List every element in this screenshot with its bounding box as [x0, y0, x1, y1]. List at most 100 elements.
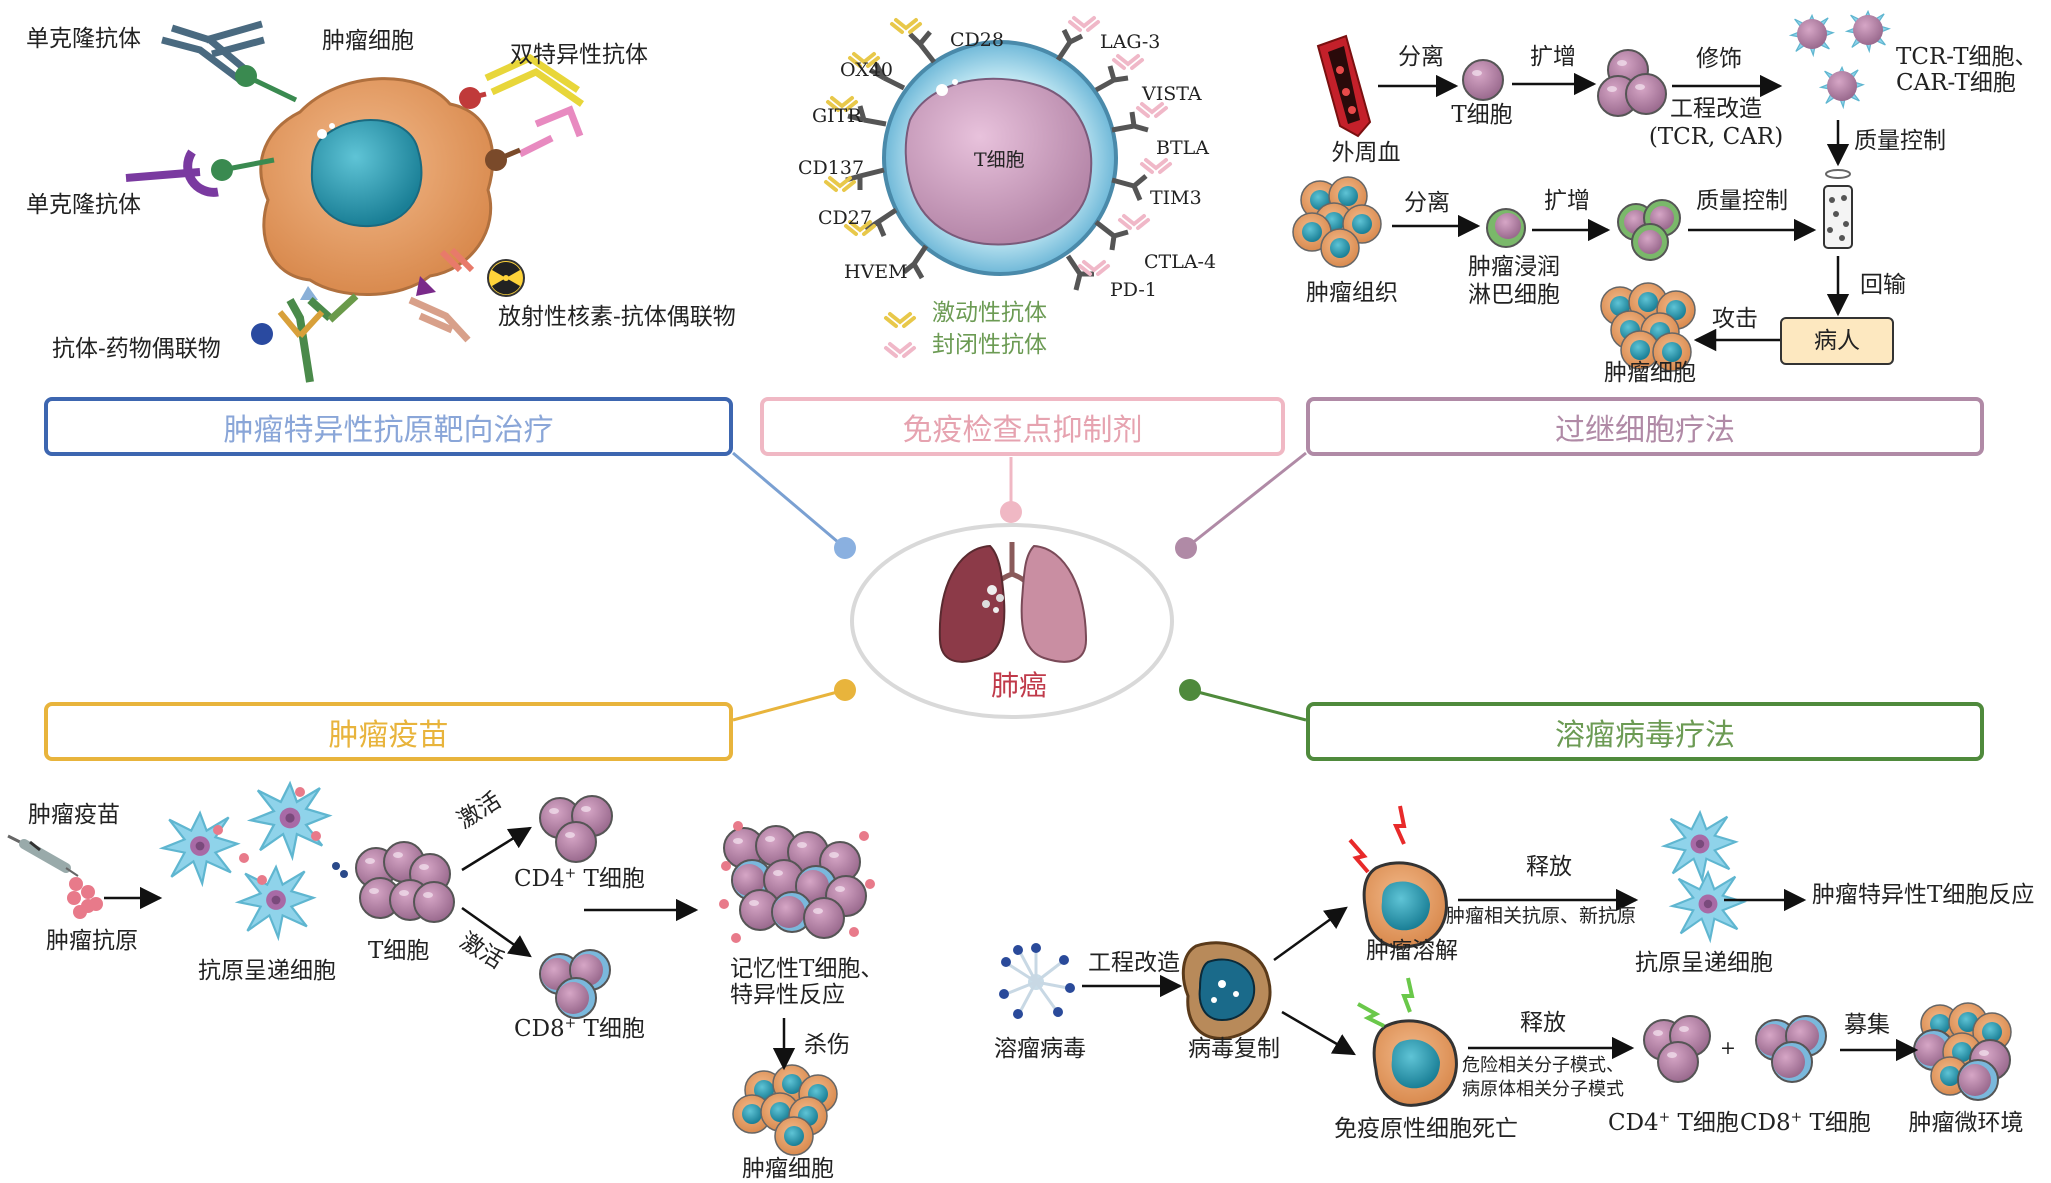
mab-top-label: 单克隆抗体 — [26, 26, 141, 52]
act-separate-2: 分离 — [1404, 190, 1450, 216]
act-attack: 攻击 — [1712, 306, 1758, 332]
legend-agonist-icon — [884, 312, 916, 328]
act-patient: 病人 — [1814, 328, 1860, 354]
ici-connector-dot — [1000, 501, 1022, 523]
vaccine-tcell-label: T细胞 — [368, 938, 430, 964]
tumor-lysis-cell-icon — [1348, 805, 1448, 949]
act-til-1: 肿瘤浸润 — [1468, 254, 1560, 280]
syringe-icon — [7, 834, 79, 877]
receptor-lag3: LAG-3 — [1100, 31, 1161, 53]
cd4-prefix: CD4 — [514, 866, 565, 892]
ici-panel-graphics — [824, 16, 1172, 358]
icd-cell-icon — [1357, 977, 1458, 1107]
connectors — [732, 451, 1307, 722]
bispecific-antibody-icon — [459, 54, 584, 171]
receptor-cd27: CD27 — [818, 207, 872, 229]
mab-top-icon — [161, 20, 298, 103]
mab-left-icon — [125, 149, 275, 197]
antigens-label: 肿瘤相关抗原、新抗原 — [1446, 905, 1637, 927]
ovt-panel-graphics — [999, 805, 2012, 1107]
act-tumor-cell: 肿瘤细胞 — [1604, 360, 1696, 386]
receptor-ctla4: CTLA-4 — [1144, 251, 1217, 273]
act-tumor-cells-icon — [1600, 282, 1696, 372]
act-reinfusion: 回输 — [1860, 272, 1906, 298]
cd4-tcell-label: CD4+ T细胞 — [514, 865, 645, 892]
icd-label: 免疫原性细胞死亡 — [1334, 1116, 1518, 1142]
release-label-1: 释放 — [1526, 854, 1572, 880]
memory-label-1: 记忆性T细胞、 — [730, 956, 884, 982]
act-engineering: 工程改造 — [1670, 96, 1762, 122]
category-tsa: 肿瘤特异性抗原靶向治疗 — [44, 397, 733, 456]
legend-blocking-label: 封闭性抗体 — [932, 332, 1047, 358]
ovt-cd4-prefix: CD4 — [1608, 1110, 1659, 1136]
vaccine-connector-dot — [834, 679, 856, 701]
release-label-2: 释放 — [1520, 1010, 1566, 1036]
act-qc-2: 质量控制 — [1696, 188, 1788, 214]
ovt-cd8-cells-icon — [1755, 1015, 1827, 1083]
vaccine-tumor-cells-icon — [732, 1064, 838, 1156]
tsa-panel-graphics — [125, 20, 584, 383]
act-arrows — [1378, 72, 1850, 352]
ovt-cd4-label: CD4+ T细胞 — [1608, 1109, 1739, 1136]
ovt-cd4-suffix: T细胞 — [1670, 1110, 1739, 1136]
ovt-arrows — [1082, 888, 1919, 1062]
kill-label: 杀伤 — [804, 1032, 850, 1058]
tcr-car-cells — [1790, 10, 1890, 108]
act-til-2: 淋巴细胞 — [1468, 282, 1560, 308]
vaccine-tcell-cluster — [355, 841, 455, 923]
ovt-cd8-suffix: T细胞 — [1802, 1110, 1871, 1136]
patient-box — [1780, 317, 1894, 365]
memory-label-2: 特异性反应 — [730, 982, 845, 1008]
t-cell-response-label: 肿瘤特异性T细胞反应 — [1812, 882, 2035, 908]
receptor-pd1: PD-1 — [1110, 279, 1157, 301]
ovt-cd8-plus: + — [1790, 1109, 1803, 1126]
ici-tcell-label: T细胞 — [974, 149, 1025, 171]
tumor-antigen-label: 肿瘤抗原 — [46, 928, 138, 954]
act-modify: 修饰 — [1696, 46, 1742, 72]
act-tcell: T细胞 — [1451, 102, 1513, 128]
cd8-suffix: T细胞 — [576, 1016, 645, 1042]
legend-blocking-icon — [884, 342, 916, 358]
category-vaccine: 肿瘤疫苗 — [44, 702, 733, 761]
rdc-label: 放射性核素-抗体偶联物 — [498, 304, 736, 330]
ovt-cd8-label: CD8+ T细胞 — [1740, 1109, 1871, 1136]
receptor-cd137: CD137 — [798, 157, 865, 179]
center-label: 肺癌 — [990, 669, 1048, 702]
category-act: 过继细胞疗法 — [1306, 397, 1984, 456]
cd4-cells-icon — [539, 795, 613, 863]
oncolytic-virus-icon — [999, 943, 1075, 1019]
receptor-ox40: OX40 — [840, 59, 893, 81]
act-panel-graphics — [1292, 10, 1894, 372]
category-ovt: 溶瘤病毒疗法 — [1306, 702, 1984, 761]
act-tcr-car-2: CAR-T细胞 — [1896, 70, 2016, 96]
act-expand-2: 扩增 — [1544, 188, 1590, 214]
mab-left-label: 单克隆抗体 — [26, 192, 141, 218]
cd8-tcell-label: CD8+ T细胞 — [514, 1015, 645, 1042]
act-peripheral-blood: 外周血 — [1331, 140, 1401, 166]
act-tumor-tissue: 肿瘤组织 — [1306, 280, 1398, 306]
receptor-gitr: GITR — [812, 105, 862, 127]
vaccine-tumor-cell-label: 肿瘤细胞 — [742, 1156, 834, 1182]
vaccine-apc-label: 抗原呈递细胞 — [198, 958, 336, 984]
recruit-label: 募集 — [1844, 1012, 1890, 1038]
act-qc-1: 质量控制 — [1854, 128, 1946, 154]
memory-cell-cluster — [719, 821, 875, 943]
virus-replication-label: 病毒复制 — [1188, 1036, 1280, 1062]
center-ellipse — [850, 523, 1174, 719]
category-ici: 免疫检查点抑制剂 — [760, 397, 1285, 456]
tumor-cell-large — [259, 77, 495, 296]
til-cell-icon — [1486, 208, 1526, 248]
vaccine-apc-group — [161, 782, 348, 939]
cd8-cells-icon — [539, 949, 611, 1019]
tumor-tissue-icon — [1292, 176, 1382, 268]
ovt-apc-group — [1663, 811, 1745, 941]
receptor-btla: BTLA — [1156, 137, 1209, 159]
tcell-nucleus — [904, 77, 1093, 246]
lung-icon — [938, 542, 1088, 663]
tumor-cell-label: 肿瘤细胞 — [322, 28, 414, 54]
blood-vessel-icon — [1316, 34, 1372, 138]
ovt-cd8-prefix: CD8 — [1740, 1110, 1791, 1136]
ovt-engineering-label: 工程改造 — [1088, 950, 1180, 976]
vaccine-panel-graphics — [7, 782, 875, 1156]
